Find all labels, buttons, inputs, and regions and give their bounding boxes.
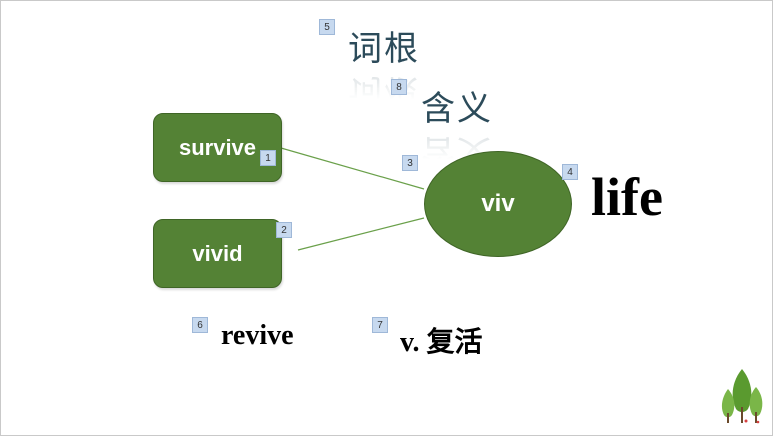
tag-4[interactable]: 4 xyxy=(562,164,578,180)
word-box-vivid[interactable]: vivid xyxy=(153,219,282,288)
tree-icon xyxy=(721,369,763,424)
word-box-survive[interactable]: survive xyxy=(153,113,282,182)
connector-survive-viv xyxy=(280,147,425,190)
tag-5[interactable]: 5 xyxy=(319,19,335,35)
root-ellipse[interactable]: viv xyxy=(424,151,572,257)
meaning-heading: 含义 含义 xyxy=(421,81,493,171)
meaning-text[interactable]: life xyxy=(591,167,663,227)
tag-3[interactable]: 3 xyxy=(402,155,418,171)
root-label: viv xyxy=(481,190,515,217)
word-vivid-label: vivid xyxy=(192,240,243,266)
word-survive-label: survive xyxy=(178,134,257,160)
example-definition[interactable]: v. 复活 xyxy=(400,327,483,358)
connector-vivid-viv xyxy=(297,217,425,251)
example-word[interactable]: revive xyxy=(221,320,294,351)
tag-6[interactable]: 6 xyxy=(192,317,208,333)
meaning-heading-text: 含义 xyxy=(421,89,493,129)
tag-8[interactable]: 8 xyxy=(391,79,407,95)
tag-2[interactable]: 2 xyxy=(276,222,292,238)
tag-7[interactable]: 7 xyxy=(372,317,388,333)
root-heading-text: 词根 xyxy=(348,29,420,69)
tag-1[interactable]: 1 xyxy=(260,150,276,166)
root-heading: 词根 词根 xyxy=(348,21,420,111)
